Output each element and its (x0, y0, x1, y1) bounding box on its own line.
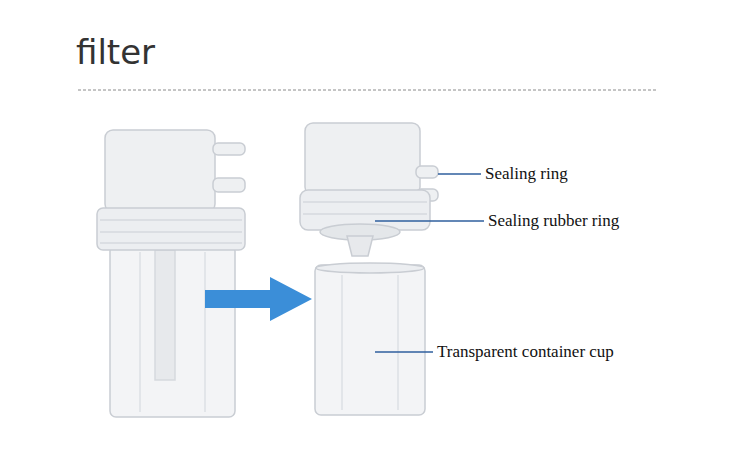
nozzle (213, 143, 245, 155)
part-label: Transparent container cup (435, 342, 616, 362)
leader-line (375, 220, 484, 221)
collar-ridge (100, 231, 242, 233)
collar-ridge (303, 201, 427, 203)
nozzle (213, 178, 245, 192)
collar-ridge (303, 213, 427, 215)
nozzle (416, 166, 438, 178)
collar-ridge (100, 219, 242, 221)
inner-tube (155, 250, 175, 380)
leader-line (438, 173, 481, 174)
cup-facet (397, 275, 399, 410)
cup-facet (204, 252, 206, 412)
filter-cap (105, 130, 215, 212)
disassembled-filter (300, 123, 438, 415)
stem (347, 236, 373, 256)
page-title: filter (76, 32, 155, 73)
leader-line (375, 351, 433, 352)
assembled-filter (97, 130, 245, 417)
container-cup (110, 245, 235, 417)
dashed-rule (78, 90, 657, 91)
disassembly-arrow (205, 277, 312, 321)
leader-lines (375, 174, 484, 352)
part-label: Sealing rubber ring (486, 211, 621, 231)
filter-cap (305, 123, 420, 195)
cup-rim (316, 263, 424, 273)
cup-facet (341, 275, 343, 410)
cup-facet (139, 252, 141, 412)
collar-ridge (100, 242, 242, 244)
screw-collar (97, 208, 245, 250)
part-label: Sealing ring (483, 164, 570, 184)
container-cup (315, 265, 425, 415)
